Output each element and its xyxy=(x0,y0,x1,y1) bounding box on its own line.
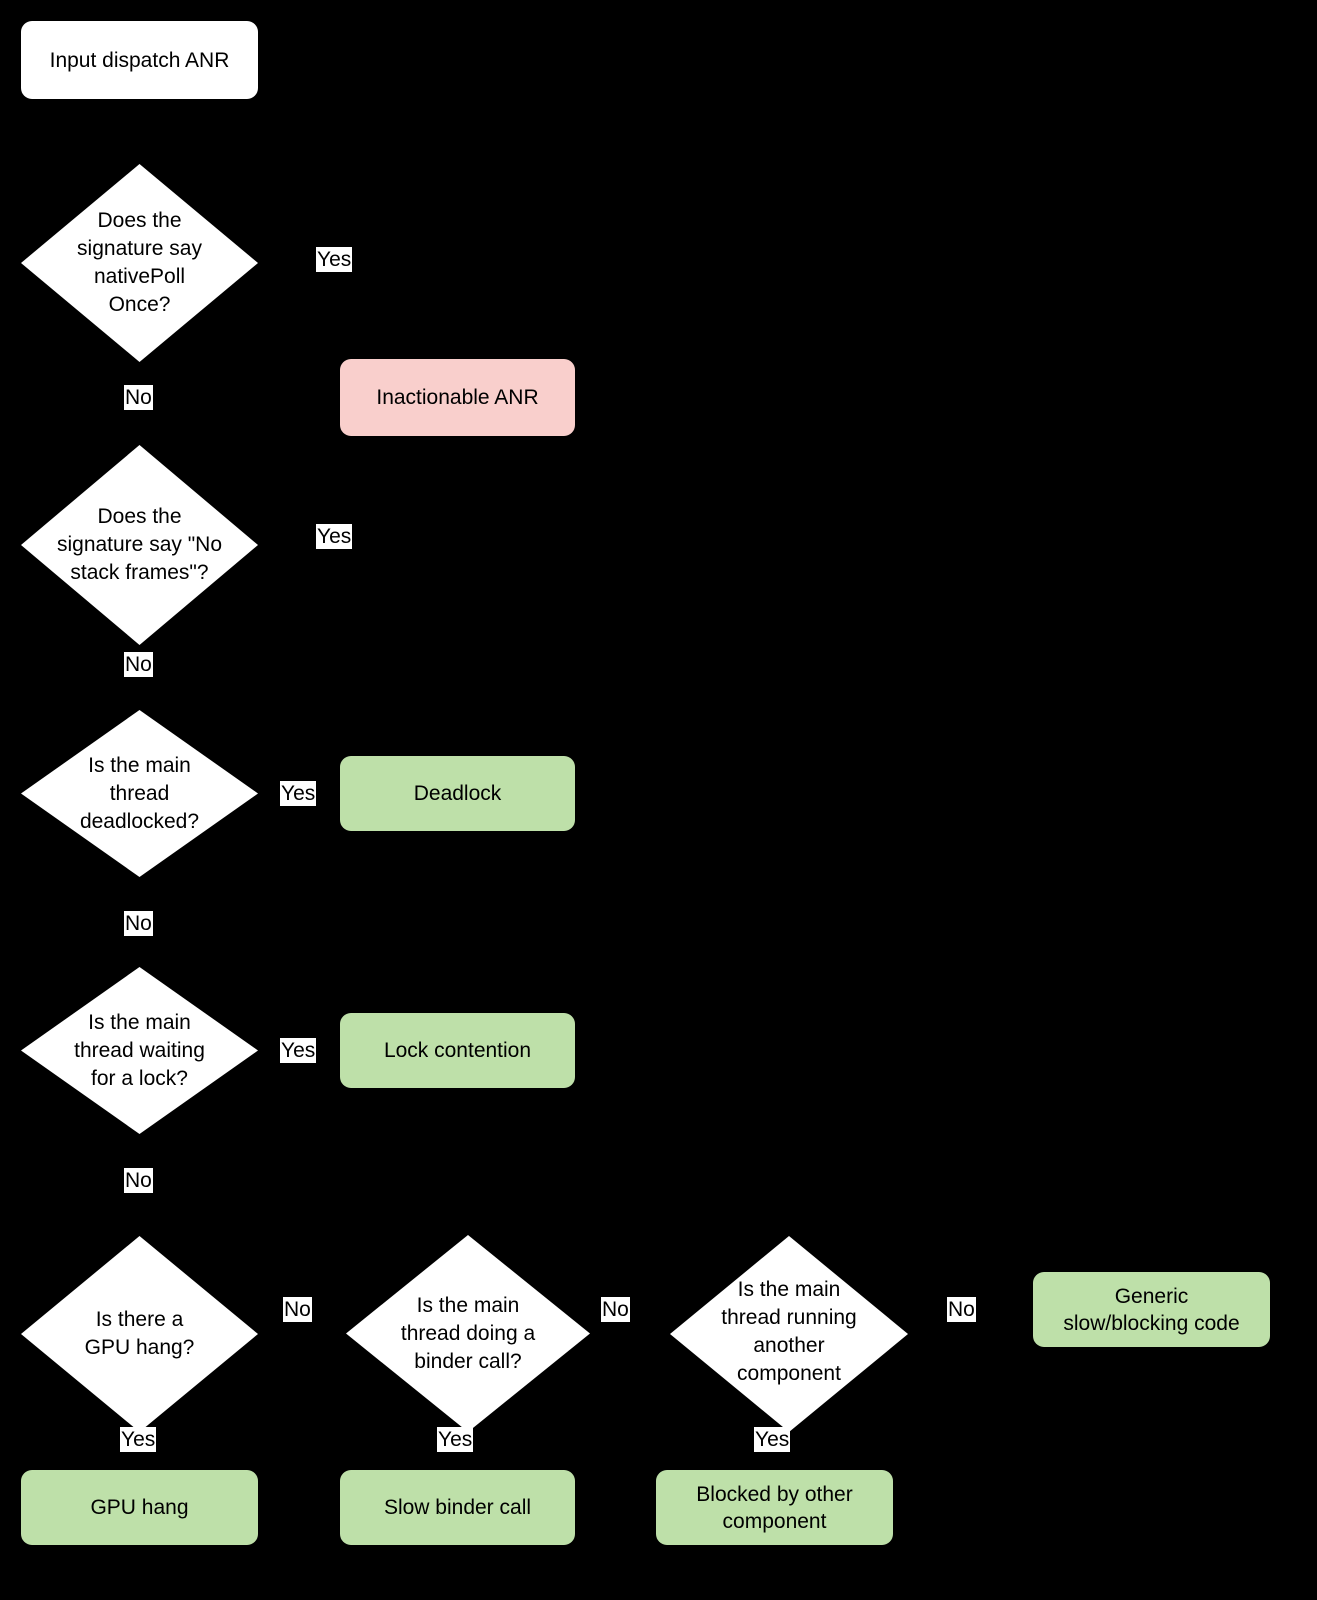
node-generic-slow-blocking-code[interactable]: Generic slow/blocking code xyxy=(1033,1272,1270,1347)
decision-nativepollonce[interactable]: Does the signature say nativePoll Once? xyxy=(21,164,258,362)
edge-label-binder-call-no: No xyxy=(601,1297,630,1322)
node-gpu-hang-label: GPU hang xyxy=(90,1496,189,1519)
node-slow-binder-call-label: Slow binder call xyxy=(383,1496,532,1519)
decision-deadlocked[interactable]: Is the main thread deadlocked? xyxy=(21,710,258,877)
node-inactionable-anr-label: Inactionable ANR xyxy=(376,386,539,409)
node-lock-contention[interactable]: Lock contention xyxy=(340,1013,575,1088)
edge-label-gpu-hang-no: No xyxy=(283,1297,312,1322)
edge-label-gpu-hang-yes: Yes xyxy=(120,1427,157,1452)
edge-label-deadlocked-no: No xyxy=(124,911,153,936)
node-start-label: Input dispatch ANR xyxy=(49,48,230,72)
diamond-shape xyxy=(21,445,258,645)
node-deadlock[interactable]: Deadlock xyxy=(340,756,575,831)
node-slow-binder-call[interactable]: Slow binder call xyxy=(340,1470,575,1545)
node-blocked-by-other-component[interactable]: Blocked by other component xyxy=(656,1470,893,1545)
node-lock-contention-label: Lock contention xyxy=(383,1039,532,1062)
diamond-shape xyxy=(21,710,258,877)
edge-label-waiting-lock-yes: Yes xyxy=(280,1038,317,1063)
decision-binder-call-label: Is the main thread doing a binder call? xyxy=(400,1293,536,1373)
diamond-shape xyxy=(670,1236,908,1432)
diamond-shape xyxy=(21,1236,258,1432)
node-generic-slow-blocking-code-label: Generic slow/blocking code xyxy=(1063,1284,1240,1335)
decision-binder-call[interactable]: Is the main thread doing a binder call? xyxy=(346,1235,590,1432)
decision-other-component-label: Is the main thread running another compo… xyxy=(721,1278,857,1385)
edge-label-other-component-no: No xyxy=(947,1297,976,1322)
edge-label-waiting-lock-no: No xyxy=(124,1168,153,1193)
decision-other-component[interactable]: Is the main thread running another compo… xyxy=(670,1236,908,1432)
node-gpu-hang[interactable]: GPU hang xyxy=(21,1470,258,1545)
diamond-shape xyxy=(346,1235,590,1432)
node-blocked-by-other-component-label: Blocked by other component xyxy=(696,1482,853,1533)
edge-label-deadlocked-yes: Yes xyxy=(280,781,317,806)
node-deadlock-label: Deadlock xyxy=(413,782,502,805)
decision-no-stack-frames[interactable]: Does the signature say "No stack frames"… xyxy=(21,445,258,645)
decision-gpu-hang[interactable]: Is there a GPU hang? xyxy=(21,1236,258,1432)
edge-label-binder-call-yes: Yes xyxy=(437,1427,474,1452)
edge-label-other-component-yes: Yes xyxy=(754,1427,791,1452)
diamond-shape xyxy=(21,967,258,1134)
edge-label-nativepollonce-yes: Yes xyxy=(316,247,353,272)
edge-label-no-stack-frames-yes: Yes xyxy=(316,524,353,549)
decision-deadlocked-label: Is the main thread deadlocked? xyxy=(79,753,200,833)
decision-nativepollonce-label: Does the signature say nativePoll Once? xyxy=(77,209,202,316)
edge-label-nativepollonce-no: No xyxy=(124,385,153,410)
decision-waiting-lock[interactable]: Is the main thread waiting for a lock? xyxy=(21,967,258,1134)
node-start[interactable]: Input dispatch ANR xyxy=(21,21,258,99)
edge-label-no-stack-frames-no: No xyxy=(124,652,153,677)
diamond-shape xyxy=(21,164,258,362)
decision-no-stack-frames-label: Does the signature say "No stack frames"… xyxy=(56,505,223,584)
decision-gpu-hang-label: Is there a GPU hang? xyxy=(84,1308,195,1359)
node-inactionable-anr[interactable]: Inactionable ANR xyxy=(340,359,575,436)
decision-waiting-lock-label: Is the main thread waiting for a lock? xyxy=(74,1010,205,1090)
